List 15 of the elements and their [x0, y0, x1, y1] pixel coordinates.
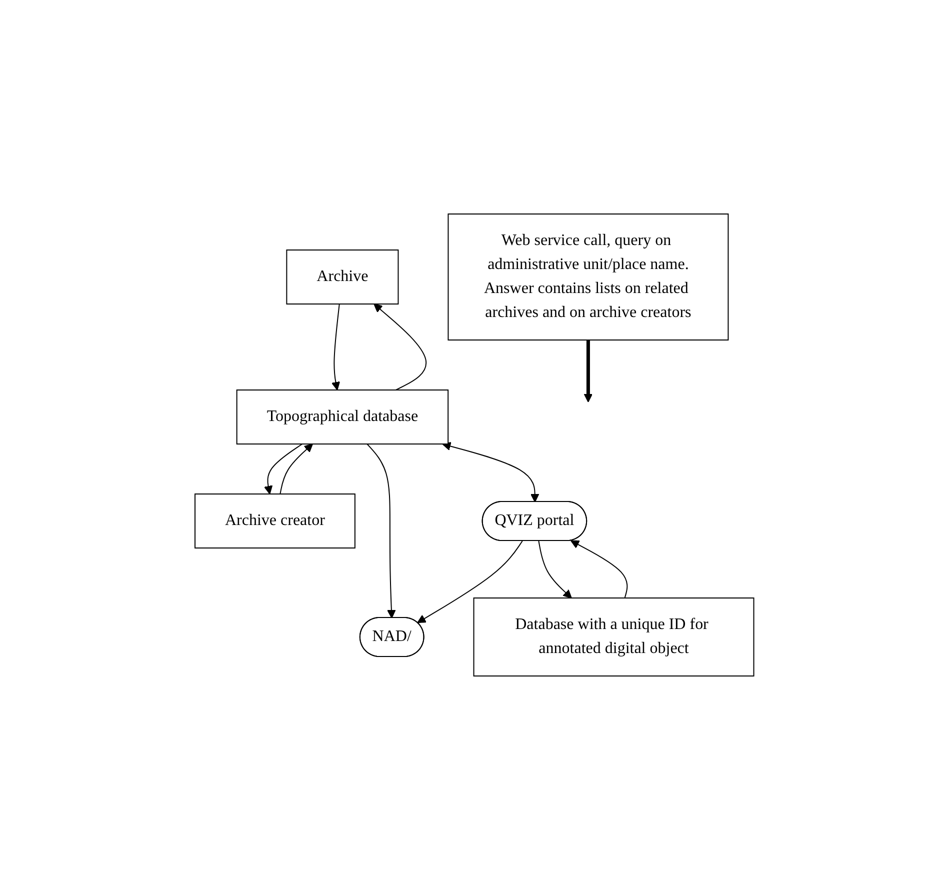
node-box: Database with a unique ID for annotated digital object: [472, 597, 754, 676]
node-box: Web service call, query on administrative unit/place name. Answer contains lists on related archives and on archive creators: [447, 214, 728, 340]
arrow: [416, 540, 522, 624]
node-box: Archive: [286, 250, 398, 304]
node-box: Archive creator: [194, 494, 356, 548]
arrow: [279, 444, 313, 494]
arrow: [366, 444, 396, 618]
arrow: [331, 304, 340, 390]
arrow: [570, 540, 628, 598]
arrow: [373, 304, 426, 390]
arrow: [442, 442, 539, 502]
arrow: [264, 444, 302, 494]
node-box: Topographical database: [236, 390, 448, 444]
arrow: [583, 340, 592, 402]
arrow: [538, 540, 572, 598]
